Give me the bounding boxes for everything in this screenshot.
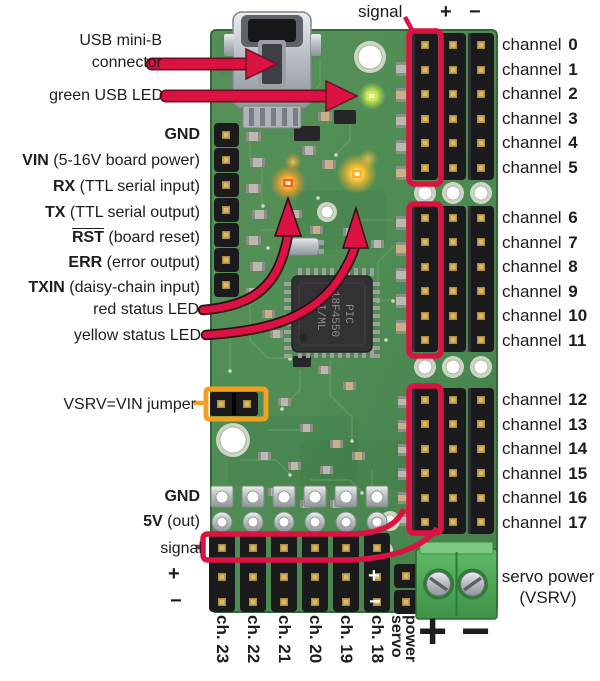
label-minus-bottom-left: − (170, 590, 182, 612)
arrow-yellow-status-led (200, 205, 370, 341)
label-txin: TXIN (daisy-chain input) (28, 279, 200, 296)
label-servo-column: servo (388, 615, 405, 658)
signal-label-connector-top (403, 15, 414, 32)
label-plus-bottom-left: + (168, 563, 180, 585)
label-plus-top: + (440, 1, 452, 23)
signal-row-outline (200, 526, 440, 563)
label-channel-4: channel 4 (502, 133, 578, 152)
svg-text:18F4550: 18F4550 (328, 291, 340, 337)
microcontroller-chip (284, 268, 380, 358)
label-ch-18: ch. 18 (368, 615, 387, 664)
label-vsrv-jumper: VSRV=VIN jumper (63, 396, 196, 413)
label-ch-19: ch. 19 (337, 615, 356, 664)
label-signal-top: signal (358, 2, 403, 21)
servo-header-strip (440, 33, 466, 180)
label-5v-out: 5V (out) (143, 513, 200, 530)
label-signal-bottom: signal (160, 540, 202, 557)
servo-header-strip (468, 33, 494, 180)
signal-column-outline-bottom (406, 383, 444, 536)
signal-column-outline-middle (406, 201, 444, 359)
board-plus-silkscreen: + (368, 565, 380, 587)
label-channel-3: channel 3 (502, 109, 578, 128)
servo-header-strip (412, 33, 438, 180)
label-channel-6: channel 6 (502, 208, 578, 227)
label-channel-13: channel 13 (502, 415, 588, 434)
green-usb-led (358, 82, 386, 110)
label-ch-22: ch. 22 (244, 615, 263, 664)
svg-text:PIC: PIC (342, 304, 354, 324)
usb-connector (224, 11, 321, 129)
red-status-led (270, 165, 306, 201)
label-big-minus: − (461, 603, 491, 659)
servo-header-strip (440, 206, 466, 352)
bottom-header-strip (209, 533, 235, 612)
label-channel-1: channel 1 (502, 60, 578, 79)
bottom-header-strip (333, 533, 359, 612)
label-yellow-status-led: yellow status LED (73, 327, 201, 344)
servo-header-strip (412, 206, 438, 352)
label-tx: TX (TTL serial output) (44, 204, 200, 221)
servo-power-terminal (415, 541, 498, 620)
label-ch-20: ch. 20 (306, 615, 325, 664)
label-ch-21: ch. 21 (275, 615, 294, 664)
label-gnd-bottom: GND (164, 488, 200, 505)
label-gnd: GND (164, 126, 200, 143)
signal-outline-curve (349, 507, 407, 537)
label-ch-23: ch. 23 (213, 615, 232, 664)
arrow-green-usb-led (159, 79, 359, 113)
board-minus-silkscreen: − (369, 591, 381, 613)
label-rst: RST (board reset) (71, 229, 200, 246)
servo-header-strip (468, 388, 494, 534)
label-channel-8: channel 8 (502, 257, 578, 276)
label-minus-top: − (469, 1, 481, 23)
label-vin: VIN (5-16V board power) (22, 152, 200, 169)
signal-column-outline-top (406, 28, 444, 187)
bottom-header-strip (271, 533, 297, 612)
bottom-header-strip (364, 533, 390, 612)
bottom-header-strip (240, 533, 266, 612)
label-usb-connector: USB mini-B connector (79, 32, 162, 71)
label-channel-14: channel 14 (502, 439, 588, 458)
label-green-usb-led: green USB LED (49, 87, 163, 104)
label-rx: RX (TTL serial input) (52, 178, 200, 195)
servo-header-strip (440, 388, 466, 534)
label-power-column: power (402, 615, 419, 663)
label-err: ERR (error output) (68, 254, 200, 271)
servo-header-strip (468, 206, 494, 352)
label-channel-0: channel 0 (502, 35, 578, 54)
label-channel-16: channel 16 (502, 488, 588, 507)
arrow-red-status-led (197, 195, 303, 316)
label-channel-15: channel 15 (502, 464, 588, 483)
label-channel-12: channel 12 (502, 390, 588, 409)
label-channel-17: channel 17 (502, 513, 588, 532)
bottom-header-strip (302, 533, 328, 612)
label-servo-power-vsrv: servo power (VSRV) (501, 567, 595, 607)
label-red-status-led: red status LED (93, 301, 199, 318)
label-big-plus: + (418, 603, 448, 659)
label-channel-2: channel 2 (502, 84, 578, 103)
yellow-status-led (337, 154, 377, 194)
arrow-usb-connector (145, 47, 279, 81)
label-channel-5: channel 5 (502, 158, 578, 177)
label-channel-11: channel 11 (502, 331, 587, 350)
label-channel-7: channel 7 (502, 233, 578, 252)
label-channel-10: channel 10 (502, 306, 588, 325)
label-channel-9: channel 9 (502, 282, 578, 301)
servo-header-strip (412, 388, 438, 534)
